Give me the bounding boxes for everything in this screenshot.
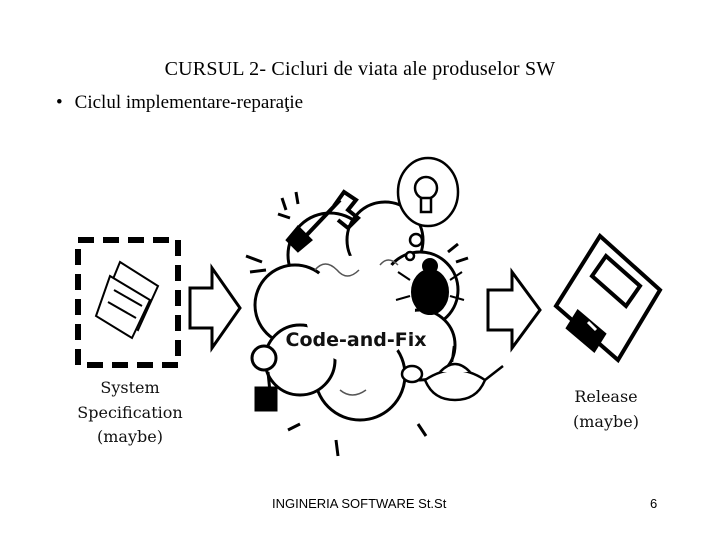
- arrow-right-icon: [486, 267, 542, 353]
- lightbulb-icon: [396, 156, 460, 262]
- spec-label-line2: Specification: [77, 403, 182, 422]
- page-number: 6: [650, 496, 658, 511]
- bullet-dot: •: [56, 92, 63, 113]
- spec-label-line1: System: [100, 378, 159, 397]
- floppy-disk-icon: [553, 232, 663, 364]
- magic-lamp-icon: [400, 345, 504, 402]
- release-label-line1: Release: [574, 387, 637, 406]
- paper-sheets-icon: [94, 260, 160, 340]
- wrench-icon: [285, 189, 361, 253]
- release-label-line2: (maybe): [573, 412, 639, 431]
- bullet-text: Ciclul implementare-reparaţie: [74, 92, 304, 113]
- bullet-item: • Ciclul implementare-reparaţie: [56, 92, 303, 114]
- spec-label-line3: (maybe): [97, 427, 163, 446]
- spec-dashed-box: [75, 237, 181, 368]
- magnifier-icon: [250, 344, 278, 412]
- motion-marks: [245, 191, 469, 457]
- cloud-inner-scribbles: [314, 259, 399, 396]
- bug-icon: [395, 258, 465, 315]
- arrow-right-icon: [188, 263, 242, 353]
- slide-title: CURSUL 2- Cicluri de viata ale produselo…: [164, 58, 556, 80]
- footer-text: INGINERIA SOFTWARE St.St: [272, 496, 447, 511]
- code-and-fix-label: Code-and-Fix: [286, 329, 427, 351]
